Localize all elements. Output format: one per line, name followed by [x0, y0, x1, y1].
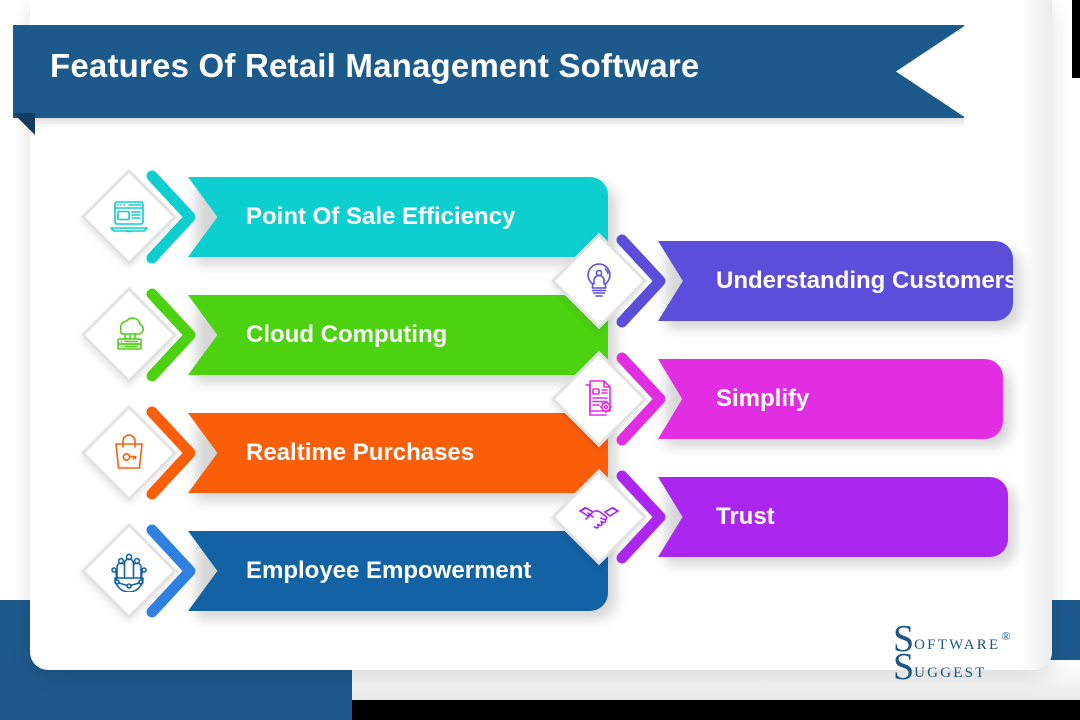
feature-icon-badge	[80, 168, 178, 266]
logo-text-suggest: uggest	[914, 657, 987, 682]
feature-label: Point Of Sale Efficiency	[246, 203, 516, 230]
frame-bottom-black-strip	[352, 700, 1080, 720]
logo-text-software: oftware	[914, 629, 1001, 654]
feature-item[interactable]: Cloud Computing	[80, 286, 616, 384]
feature-item[interactable]: Understanding Customers	[550, 232, 1021, 330]
title-ribbon-shadow	[30, 118, 964, 128]
page-title: Features Of Retail Management Software	[50, 47, 700, 84]
logo-capital-s-2: S	[893, 646, 915, 688]
chevron-right-icon	[146, 286, 212, 384]
feature-icon-badge	[80, 404, 178, 502]
card-right-sheen	[1022, 0, 1052, 670]
chevron-right-icon	[616, 350, 682, 448]
feature-icon-badge	[80, 286, 178, 384]
shopping-bag-icon	[107, 430, 151, 474]
feature-bar[interactable]: Employee Empowerment	[188, 531, 608, 611]
feature-bar[interactable]: Point Of Sale Efficiency	[188, 177, 608, 257]
feature-icon-badge	[80, 522, 178, 620]
title-ribbon	[13, 25, 964, 118]
document-gear-icon	[577, 376, 621, 420]
feature-item[interactable]: Realtime Purchases	[80, 404, 616, 502]
laptop-browser-icon	[107, 194, 151, 238]
lightbulb-person-icon	[577, 258, 621, 302]
feature-icon-badge	[550, 468, 648, 566]
logo-capital-s-1: S	[893, 618, 915, 660]
feature-item[interactable]: Point Of Sale Efficiency	[80, 168, 616, 266]
feature-icon-badge	[550, 232, 648, 330]
feature-item[interactable]: Trust	[550, 468, 1016, 566]
feature-item[interactable]: Employee Empowerment	[80, 522, 616, 620]
feature-bar[interactable]: Cloud Computing	[188, 295, 608, 375]
softwaresuggest-logo: S oftware ® S uggest	[893, 618, 1011, 686]
feature-label: Realtime Purchases	[246, 439, 475, 466]
feature-bar[interactable]: Understanding Customers	[658, 241, 1013, 321]
frame-right-black-strip	[1072, 0, 1080, 78]
logo-line-software: S oftware ®	[893, 618, 1011, 660]
feature-label: Understanding Customers	[716, 267, 1018, 294]
chevron-right-icon	[146, 168, 212, 266]
feature-label: Cloud Computing	[246, 321, 448, 348]
logo-line-suggest: S uggest	[893, 648, 1010, 686]
chevron-right-icon	[616, 468, 682, 566]
chevron-right-icon	[616, 232, 682, 330]
feature-icon-badge	[550, 350, 648, 448]
feature-label: Simplify	[716, 385, 810, 412]
feature-bar[interactable]: Simplify	[658, 359, 1003, 439]
feature-label: Trust	[716, 503, 775, 530]
feature-bar[interactable]: Realtime Purchases	[188, 413, 608, 493]
cloud-server-icon	[107, 312, 151, 356]
chevron-right-icon	[146, 522, 212, 620]
registered-trademark-icon: ®	[1001, 629, 1011, 643]
feature-item[interactable]: Simplify	[550, 350, 1011, 448]
feature-bar[interactable]: Trust	[658, 477, 1008, 557]
chevron-right-icon	[146, 404, 212, 502]
feature-label: Employee Empowerment	[246, 557, 532, 584]
team-group-icon	[107, 548, 151, 592]
handshake-icon	[577, 494, 621, 538]
